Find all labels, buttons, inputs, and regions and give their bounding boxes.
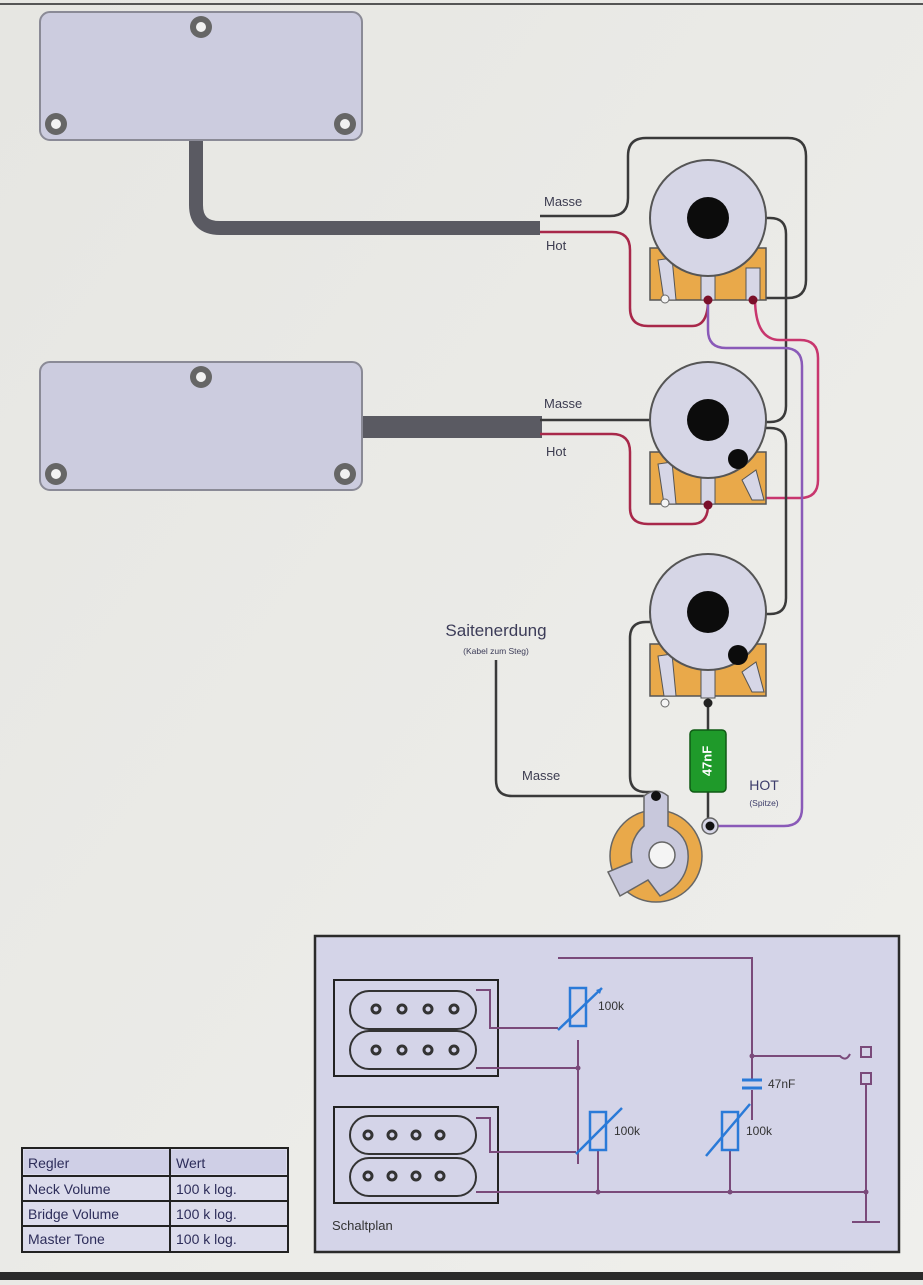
neck-ground-wire — [540, 136, 808, 300]
schematic-jack-sleeve — [860, 1072, 872, 1085]
neck-pickup-cover — [39, 11, 363, 141]
capacitor-label: 47nF — [699, 746, 714, 776]
pot-shaft-icon — [687, 399, 729, 441]
table-cell-regler: Bridge Volume — [28, 1206, 119, 1222]
table-row: Neck Volume 100 k log. — [28, 1181, 237, 1197]
neck-hot-wire — [540, 230, 710, 328]
pot-shaft-icon — [687, 591, 729, 633]
screw-icon — [334, 113, 356, 135]
screw-icon — [45, 463, 67, 485]
table-cell-regler: Neck Volume — [28, 1181, 111, 1197]
bridge-hot-label: Hot — [546, 444, 567, 459]
bridge-hot-wire — [540, 432, 710, 526]
bridge-ground-label: Masse — [544, 396, 582, 411]
schematic-pot-label: 100k — [598, 999, 625, 1013]
schematic-pot-label: 100k — [614, 1124, 641, 1138]
capacitor-47nf: 47nF — [689, 729, 727, 793]
jack-hot-label: HOT — [749, 777, 779, 793]
schematic-capacitor: 47nF — [742, 1077, 795, 1091]
schematic-wires — [476, 957, 880, 1223]
bridge-pickup-cover — [39, 361, 363, 491]
value-table: Regler Wert Neck Volume 100 k log. Bridg… — [21, 1147, 289, 1253]
neck-pickup-cable — [189, 140, 540, 235]
schematic-pot-bridge-volume: 100k — [575, 1107, 641, 1155]
screw-icon — [45, 113, 67, 135]
table-cell-wert: 100 k log. — [176, 1181, 237, 1197]
pot-bridge-volume[interactable] — [649, 361, 767, 510]
schematic-panel: 100k 100k 100k 47nF Schaltplan — [313, 934, 901, 1254]
screw-icon — [190, 366, 212, 388]
table-cell-wert: 100 k log. — [176, 1206, 237, 1222]
schematic-title: Schaltplan — [332, 1218, 393, 1233]
table-cell-wert: 100 k log. — [176, 1231, 237, 1247]
table-header-wert: Wert — [176, 1155, 205, 1171]
string-ground-label: Saitenerdung — [445, 621, 546, 640]
table-cell-regler: Master Tone — [28, 1231, 105, 1247]
table-header-regler: Regler — [28, 1155, 70, 1171]
schematic-humbucker-bridge — [333, 1106, 499, 1204]
neck-ground-label: Masse — [544, 194, 582, 209]
bottom-border — [0, 1272, 923, 1280]
string-ground-sublabel: (Kabel zum Steg) — [463, 646, 529, 656]
screw-icon — [334, 463, 356, 485]
jack-hot-sublabel: (Spitze) — [749, 798, 778, 808]
jack-hot-lug — [705, 821, 715, 831]
screw-icon — [190, 16, 212, 38]
jack-ground-label: Masse — [522, 768, 560, 783]
bridge-pickup — [39, 361, 542, 491]
pot-shaft-icon — [687, 197, 729, 239]
string-ground-wire — [494, 660, 656, 798]
table-row: Bridge Volume 100 k log. — [28, 1206, 237, 1222]
table-row: Master Tone 100 k log. — [28, 1231, 237, 1247]
schematic-jack-tip — [860, 1046, 872, 1058]
neck-pickup — [39, 11, 540, 235]
schematic-pot-master-tone: 100k — [705, 1103, 773, 1157]
schematic-humbucker-neck — [333, 979, 499, 1077]
bridge-pickup-cable — [362, 416, 542, 438]
schematic-cap-label: 47nF — [768, 1077, 795, 1091]
schematic-pot-label: 100k — [746, 1124, 773, 1138]
purple-hot-wire — [706, 300, 804, 828]
schematic-pot-neck-volume: 100k — [557, 986, 625, 1031]
pot-master-tone[interactable] — [649, 553, 767, 708]
ground-bus-3 — [628, 620, 708, 794]
ground-bus-2 — [708, 426, 788, 616]
jack-ground-lug — [651, 791, 661, 801]
output-jack[interactable] — [606, 790, 719, 903]
pot-neck-volume[interactable] — [649, 159, 767, 305]
neck-hot-label: Hot — [546, 238, 567, 253]
ground-bus-1 — [708, 216, 788, 424]
